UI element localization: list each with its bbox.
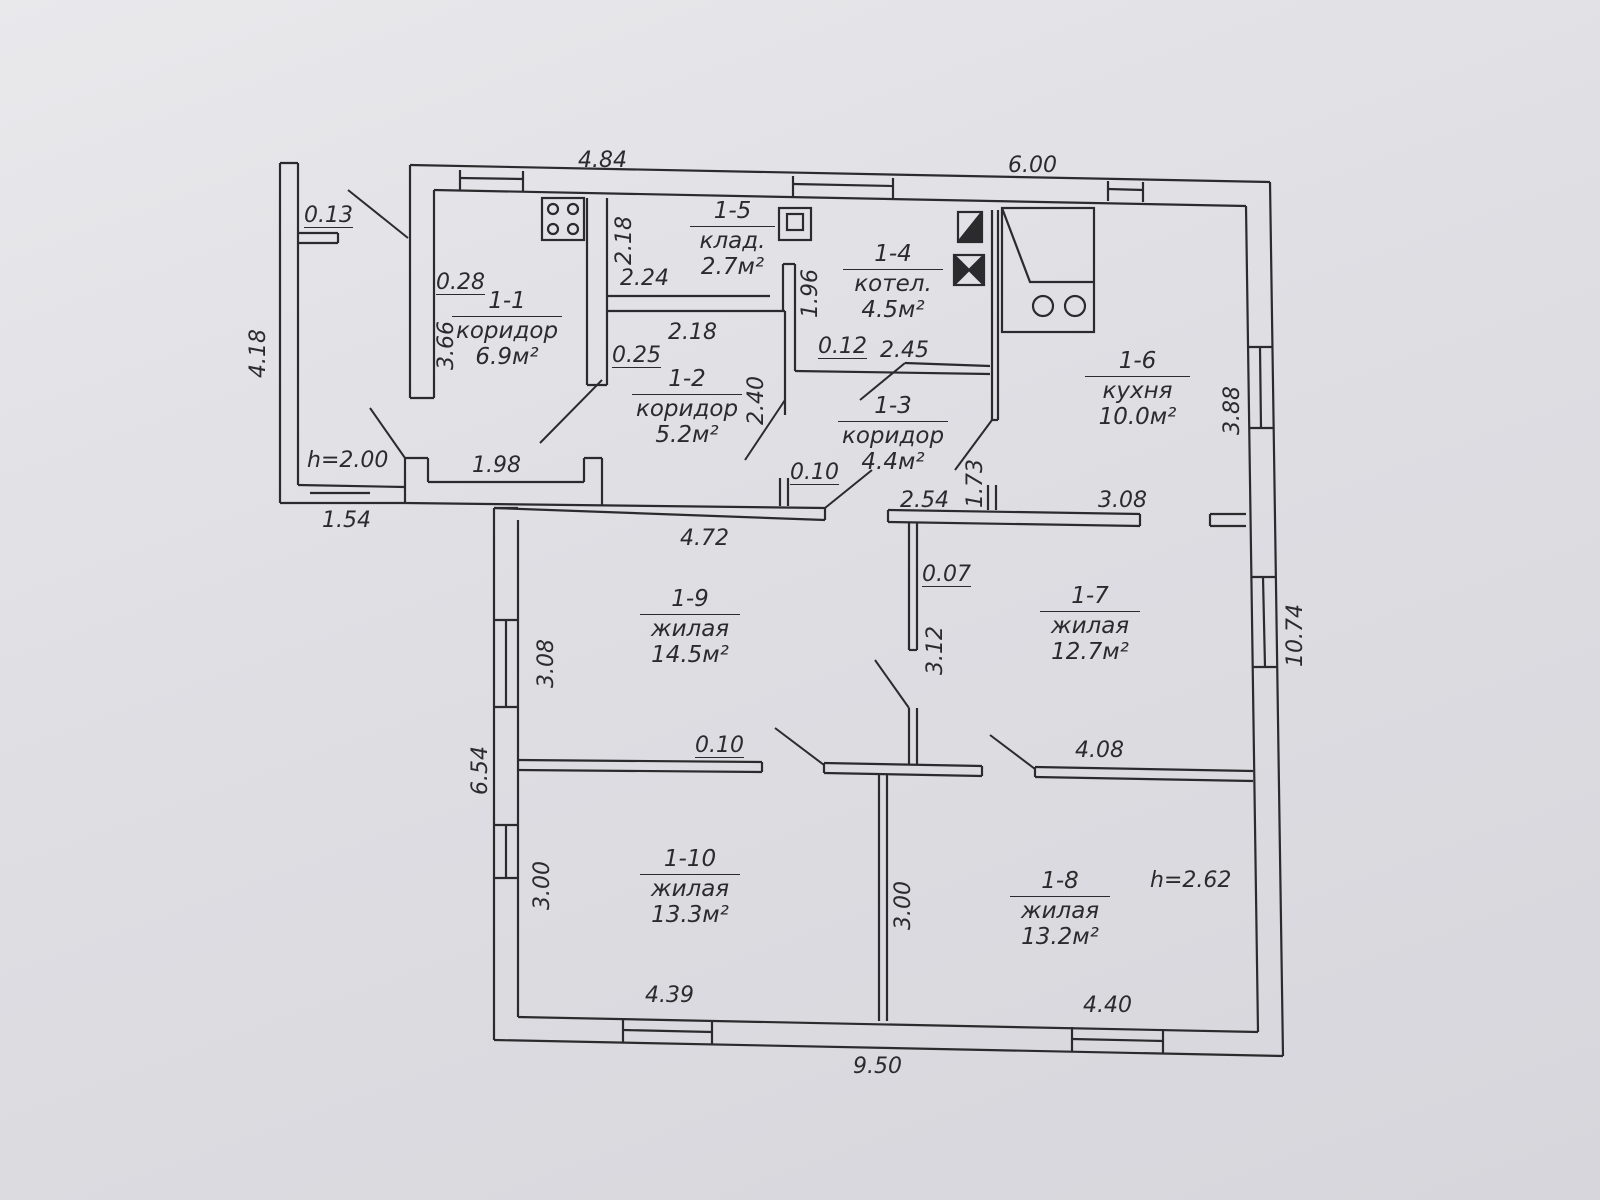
room-number: 1-2	[668, 366, 706, 392]
room-number: 1-6	[1118, 348, 1157, 374]
room-1-6-label: 1-6 кухня 10.0м²	[1085, 350, 1190, 429]
room-1-9-label: 1-9 жилая 14.5м²	[640, 588, 740, 667]
dim-left-lower: 6.54	[468, 746, 493, 795]
dim-room8-408: 4.08	[1075, 738, 1124, 763]
room-area: 12.7м²	[1051, 639, 1129, 665]
room-number: 1-3	[874, 393, 912, 419]
dim-boiler-245: 2.45	[880, 338, 929, 363]
height-house: h=2.62	[1150, 868, 1232, 893]
dim-corridor-198: 1.98	[472, 453, 521, 478]
dim-partition-007: 0.07	[922, 562, 971, 587]
dim-kitchen-308: 3.08	[1098, 488, 1147, 513]
storage-walls	[607, 262, 795, 313]
room-name: жилая	[640, 874, 740, 901]
dim-partition-012: 0.12	[818, 334, 867, 359]
room-name: жилая	[1040, 611, 1140, 638]
room-number: 1-5	[713, 198, 752, 224]
dim-room7-312: 3.12	[923, 626, 948, 675]
room-name: клад.	[690, 226, 775, 253]
room-area: 13.2м²	[1021, 924, 1099, 950]
room-name: кухня	[1085, 376, 1190, 403]
dim-porch-wall: 0.13	[304, 203, 353, 228]
dim-corridor3-254: 2.54	[900, 488, 949, 513]
dim-corridor2-218: 2.18	[668, 320, 717, 345]
room-name: жилая	[640, 614, 740, 641]
room-area: 4.4м²	[861, 449, 925, 475]
height-porch: h=2.00	[307, 448, 389, 473]
dim-room10-439: 4.39	[645, 983, 694, 1008]
exterior-wall-top	[409, 163, 1271, 208]
room-name: жилая	[1010, 896, 1110, 923]
room-area: 4.5м²	[861, 297, 925, 323]
dim-partition-025: 0.25	[612, 343, 661, 368]
room-area: 13.3м²	[651, 902, 729, 928]
dim-storage-218-v: 2.18	[612, 216, 637, 265]
room-1-3-label: 1-3 коридор 4.4м²	[838, 395, 948, 474]
dim-porch-height-side: 4.18	[246, 329, 271, 378]
sink-icon	[540, 196, 586, 242]
dim-room10-300-mid: 3.00	[891, 881, 916, 930]
dim-room8-440: 4.40	[1083, 993, 1132, 1018]
porch-walls	[278, 161, 406, 505]
room-name: котел.	[843, 269, 943, 296]
exterior-wall-bottom	[493, 1015, 1284, 1058]
dim-storage-224: 2.24	[620, 266, 669, 291]
room-number: 1-1	[488, 288, 526, 314]
room-area: 2.7м²	[700, 254, 765, 280]
dim-kitchen-388: 3.88	[1220, 386, 1245, 435]
room-1-7-label: 1-7 жилая 12.7м²	[1040, 585, 1140, 664]
door-swings	[347, 189, 1036, 770]
dim-wall-028: 0.28	[436, 270, 485, 295]
dim-porch-bottom: 1.54	[322, 508, 371, 533]
dim-partition-010-a: 0.10	[790, 460, 839, 485]
dim-room10-300-left: 3.00	[530, 861, 555, 910]
dim-corridor3-173: 1.73	[963, 459, 988, 508]
room-area: 6.9м²	[475, 344, 539, 370]
stove-icon	[1000, 206, 1096, 334]
dim-top-right: 6.00	[1008, 153, 1057, 178]
dim-corridor-366: 3.66	[434, 321, 459, 370]
room-number: 1-10	[663, 846, 717, 872]
room-number: 1-4	[874, 241, 912, 267]
lower-walls	[517, 708, 1254, 1021]
room-number: 1-7	[1071, 583, 1109, 609]
dim-bottom-total: 9.50	[853, 1054, 902, 1079]
room-number: 1-9	[671, 586, 709, 612]
room-area: 14.5м²	[651, 642, 729, 668]
room-name: коридор	[632, 394, 742, 421]
dim-room9-308: 3.08	[534, 639, 559, 688]
dim-right-total: 10.74	[1283, 604, 1308, 667]
room-area: 5.2м²	[655, 422, 719, 448]
dim-corridor2-240: 2.40	[744, 376, 769, 425]
room-1-1-label: 1-1 коридор 6.9м²	[452, 290, 562, 369]
dim-top-left: 4.84	[578, 148, 627, 173]
exterior-wall-left	[492, 506, 520, 1040]
room-number: 1-8	[1041, 868, 1079, 894]
room-1-5-label: 1-5 клад. 2.7м²	[690, 200, 775, 279]
entrance-walls	[403, 165, 827, 522]
room-1-8-label: 1-8 жилая 13.2м²	[1010, 870, 1110, 949]
room-area: 10.0м²	[1098, 404, 1177, 430]
room-1-4-label: 1-4 котел. 4.5м²	[843, 243, 943, 322]
dim-partition-010-b: 0.10	[695, 733, 744, 758]
room-1-2-label: 1-2 коридор 5.2м²	[632, 368, 742, 447]
room-name: коридор	[838, 421, 948, 448]
boiler-fill	[954, 212, 984, 285]
room-1-10-label: 1-10 жилая 13.3м²	[640, 848, 740, 927]
dim-room9-472: 4.72	[680, 526, 729, 551]
dim-boiler-196: 1.96	[798, 269, 823, 318]
toilet-icon	[777, 206, 813, 242]
room-name: коридор	[452, 316, 562, 343]
middle-walls	[778, 478, 1246, 652]
exterior-wall-right	[1244, 181, 1285, 1057]
